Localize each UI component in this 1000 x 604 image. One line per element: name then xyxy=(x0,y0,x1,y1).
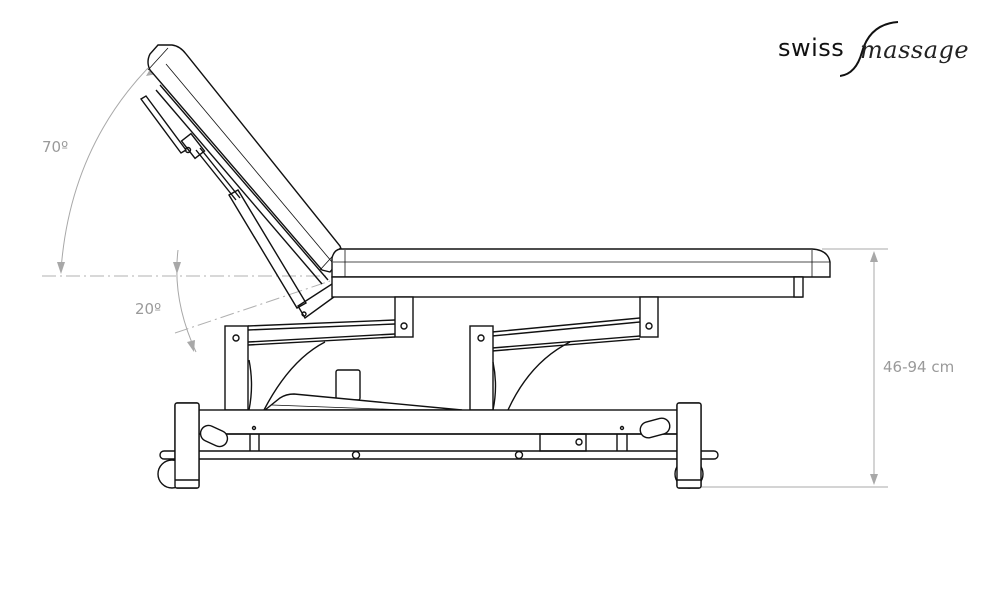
angle-label-70: 70º xyxy=(42,138,69,156)
table-top xyxy=(331,248,831,338)
brand-logo-swiss: swiss xyxy=(778,34,845,62)
height-dimension-lines xyxy=(700,248,888,488)
backrest xyxy=(139,44,343,320)
logo-swash-icon xyxy=(840,21,899,77)
angle-label-20: 20º xyxy=(135,300,162,318)
brand-logo-massage: massage xyxy=(860,36,970,64)
lift-mechanism xyxy=(224,317,641,413)
brand-logo: swiss massage xyxy=(778,21,988,80)
base-frame xyxy=(157,402,719,489)
height-range-label: 46-94 cm xyxy=(883,358,955,376)
